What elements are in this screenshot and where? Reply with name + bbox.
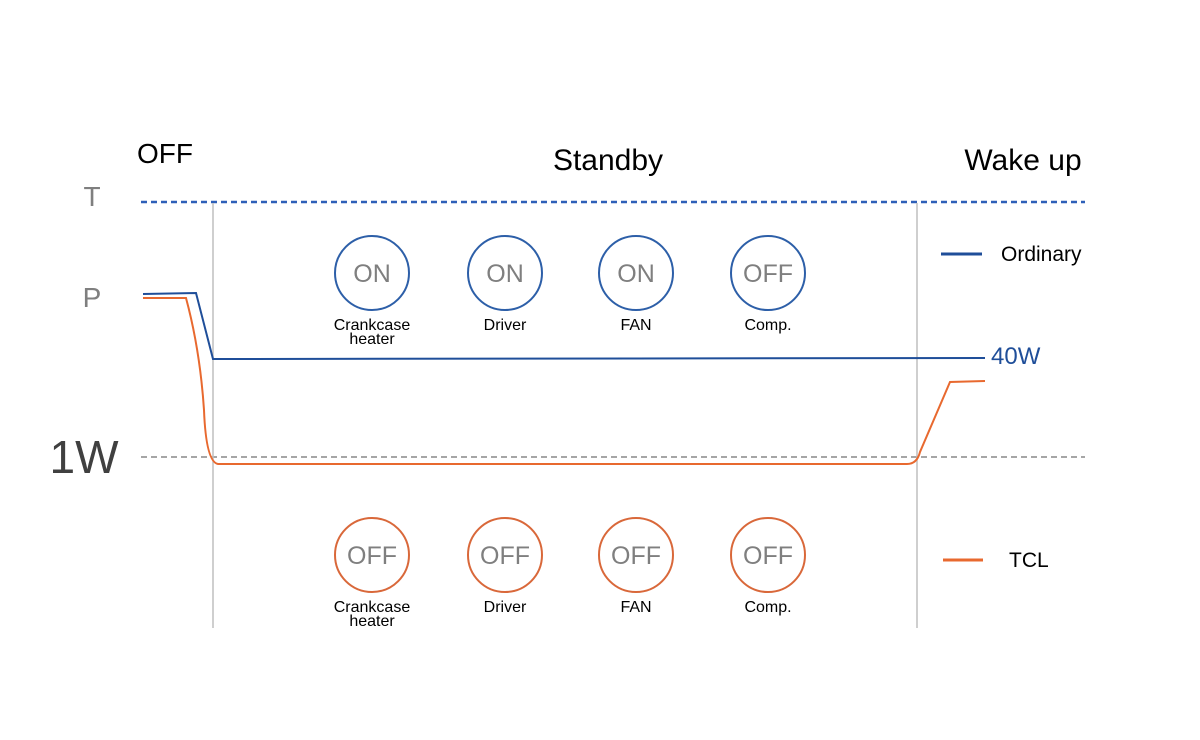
axis-t-label: T — [83, 181, 100, 212]
tcl-component-label: Driver — [484, 599, 527, 616]
tcl-state-circle — [730, 517, 806, 593]
axis-p-label: P — [83, 282, 102, 313]
ordinary-state-circle — [334, 235, 410, 311]
ordinary-component-label: heater — [349, 331, 395, 348]
ordinary-state-text: OFF — [743, 260, 793, 288]
ordinary-component-label: Comp. — [744, 317, 791, 334]
tcl-state-text: OFF — [743, 542, 793, 570]
ordinary-component-label: FAN — [620, 317, 651, 334]
tcl-state-text: OFF — [347, 542, 397, 570]
tcl-power-line — [143, 297, 986, 465]
legend-tcl-label: TCL — [1009, 549, 1049, 572]
tcl-component-label: FAN — [620, 599, 651, 616]
tcl-component-label: Comp. — [744, 599, 791, 616]
tcl-state-circle — [334, 517, 410, 593]
phase-off-label: OFF — [137, 138, 193, 169]
ordinary-state-circle — [730, 235, 806, 311]
tcl-component-label: heater — [349, 613, 395, 630]
ordinary-state-text: ON — [353, 260, 391, 288]
tcl-state-text: OFF — [611, 542, 661, 570]
ordinary-state-text: ON — [486, 260, 524, 288]
legend-ordinary-label: Ordinary — [1001, 243, 1082, 266]
tcl-state-text: OFF — [480, 542, 530, 570]
phase-wakeup-label: Wake up — [964, 144, 1081, 177]
ordinary-state-circle — [467, 235, 543, 311]
tcl-component-label: Crankcase — [334, 599, 411, 616]
tcl-state-circle — [467, 517, 543, 593]
ordinary-component-label: Crankcase — [334, 317, 411, 334]
ordinary-40w-label: 40W — [991, 343, 1041, 370]
tcl-state-circle — [598, 517, 674, 593]
phase-standby-label: Standby — [553, 144, 663, 177]
ordinary-component-label: Driver — [484, 317, 527, 334]
ordinary-state-circle — [598, 235, 674, 311]
ordinary-state-text: ON — [617, 260, 655, 288]
one-watt-label: 1W — [50, 431, 120, 483]
ordinary-power-line — [142, 291, 986, 361]
